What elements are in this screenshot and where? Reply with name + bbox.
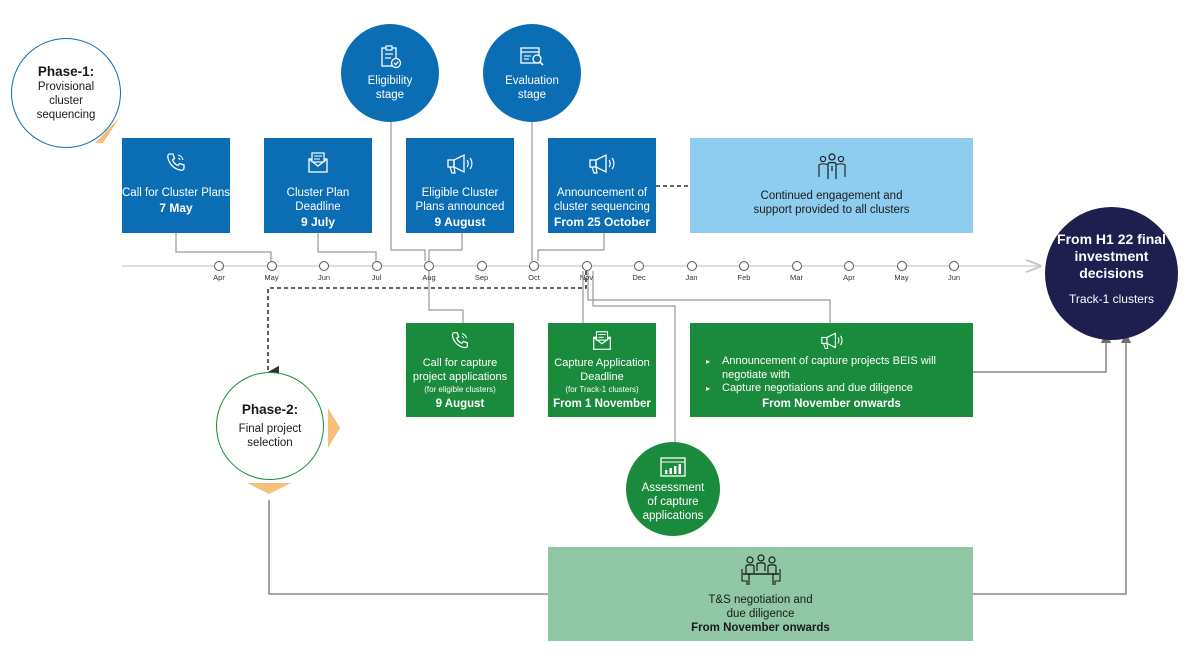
timeline-month-label: Apr — [843, 273, 855, 282]
top-box-date: 9 August — [434, 215, 486, 229]
capture-negotiation-box: Announcement of capture projects BEIS wi… — [690, 323, 973, 417]
timeline-month-label: Oct — [528, 273, 540, 282]
timeline-marker — [476, 261, 487, 271]
top-box-cluster-sequencing: Announcement of cluster sequencing From … — [548, 138, 656, 233]
timeline-month-label: May — [894, 273, 909, 282]
timeline-marker — [949, 261, 959, 271]
timeline-month-label: Jun — [317, 273, 331, 282]
top-box-label: Eligible Cluster Plans announced — [415, 187, 505, 213]
top-box-date: 9 July — [300, 215, 336, 229]
clipboard-check-icon — [381, 45, 402, 69]
phase2-circle: Phase-2: Final project selection — [216, 372, 324, 480]
phase2-title: Phase-2: — [241, 402, 299, 417]
timeline-month-label: Jul — [371, 273, 382, 282]
megaphone-icon — [820, 332, 843, 349]
phase2-right-arrow-icon — [328, 408, 340, 448]
bottom-box-call-for-capture: Call for capture project applications (f… — [406, 323, 514, 417]
bottom-box-label: Capture Application Deadline — [554, 357, 650, 383]
phase1-circle: Phase-1: Provisional cluster sequencing — [11, 38, 121, 148]
top-box-call-for-cluster-plans: Call for Cluster Plans 7 May — [122, 138, 230, 233]
eligibility-stage-circle: Eligibility stage — [341, 24, 439, 122]
timeline-marker — [319, 261, 329, 271]
group-icon — [817, 153, 846, 179]
timeline-month-label: May — [264, 273, 279, 282]
timeline-month-label: Dec — [632, 273, 646, 282]
timeline-month-label: Sep — [474, 273, 489, 282]
phase2-down-arrow-icon — [247, 483, 291, 494]
timeline-month-label: Jan — [685, 273, 698, 282]
timeline-marker — [791, 261, 802, 271]
engagement-label: Continued engagement and support provide… — [753, 190, 910, 216]
phone-icon — [167, 153, 185, 171]
timeline-month-label: Jun — [947, 273, 961, 282]
capture-bullets: Announcement of capture projects BEIS wi… — [700, 355, 963, 396]
timeline-marker — [529, 261, 539, 271]
top-box-label: Call for Cluster Plans — [122, 187, 231, 199]
bottom-box-date: From 1 November — [553, 398, 651, 410]
timeline-month-label: Aug — [422, 273, 436, 282]
timeline-marker — [686, 261, 697, 271]
timeline-marker — [896, 261, 907, 271]
timeline-marker — [739, 261, 749, 271]
evaluation-stage-circle: Evaluation stage — [483, 24, 581, 122]
mail-icon — [308, 152, 328, 173]
timeline-marker — [634, 261, 644, 271]
timeline-marker — [266, 261, 277, 271]
top-box-date: 7 May — [159, 201, 193, 215]
capture-bullet: Announcement of capture projects BEIS wi… — [700, 355, 952, 382]
bottom-box-note: (for Track-1 clusters) — [565, 385, 639, 394]
capture-bullet: Capture negotiations and due diligence — [700, 382, 963, 396]
timeline-marker — [424, 261, 434, 271]
assessment-circle: Assessment of capture applications — [626, 442, 720, 536]
megaphone-icon — [589, 153, 615, 174]
top-box-eligible-cluster-plans: Eligible Cluster Plans announced 9 Augus… — [406, 138, 514, 233]
timeline-month-label: Nov — [579, 273, 594, 282]
megaphone-icon — [447, 153, 473, 174]
capture-date: From November onwards — [762, 397, 901, 410]
phase1-subtitle: Provisional cluster sequencing — [36, 81, 96, 121]
timeline-marker — [371, 261, 382, 271]
timeline-month-label: Feb — [737, 273, 751, 282]
ts-label: T&S negotiation and due diligence — [708, 594, 813, 620]
bottom-box-label: Call for capture project applications — [412, 357, 508, 383]
timeline-month-label: Apr — [213, 273, 225, 282]
assessment-label: Assessment of capture applications — [641, 481, 705, 522]
phase2-subtitle: Final project selection — [238, 423, 302, 449]
bottom-box-capture-deadline: Capture Application Deadline (for Track-… — [548, 323, 656, 417]
top-box-date: From 25 October — [553, 215, 651, 229]
final-investment-circle: From H1 22 final investment decisions Tr… — [1045, 207, 1178, 340]
phone-icon — [451, 332, 468, 349]
final-subtitle: Track-1 clusters — [1069, 292, 1154, 306]
chart-screen-icon — [660, 456, 686, 477]
top-box-cluster-plan-deadline: Cluster Plan Deadline 9 July — [264, 138, 372, 233]
bottom-box-date: 9 August — [435, 398, 485, 410]
evaluation-stage-label: Evaluation stage — [505, 75, 559, 101]
timeline-marker — [214, 261, 224, 271]
phase1-arrow-icon — [95, 117, 120, 143]
timeline-marker — [581, 261, 592, 271]
timeline-marker — [844, 261, 854, 271]
final-title: From H1 22 final investment decisions — [1057, 231, 1166, 281]
top-box-label: Cluster Plan Deadline — [286, 187, 350, 213]
engagement-box: Continued engagement and support provide… — [690, 138, 973, 233]
screen-search-icon — [520, 47, 544, 66]
timeline-month-label: Mar — [790, 273, 803, 282]
mail-icon — [593, 331, 611, 350]
eligibility-stage-label: Eligibility stage — [367, 75, 413, 101]
bottom-box-note: (for eligible clusters) — [424, 385, 496, 394]
meeting-icon — [740, 554, 781, 585]
phase1-title: Phase-1: — [37, 64, 95, 79]
ts-negotiation-box: T&S negotiation and due diligence From N… — [548, 547, 973, 641]
ts-date: From November onwards — [691, 622, 830, 634]
top-box-label: Announcement of cluster sequencing — [554, 187, 650, 213]
